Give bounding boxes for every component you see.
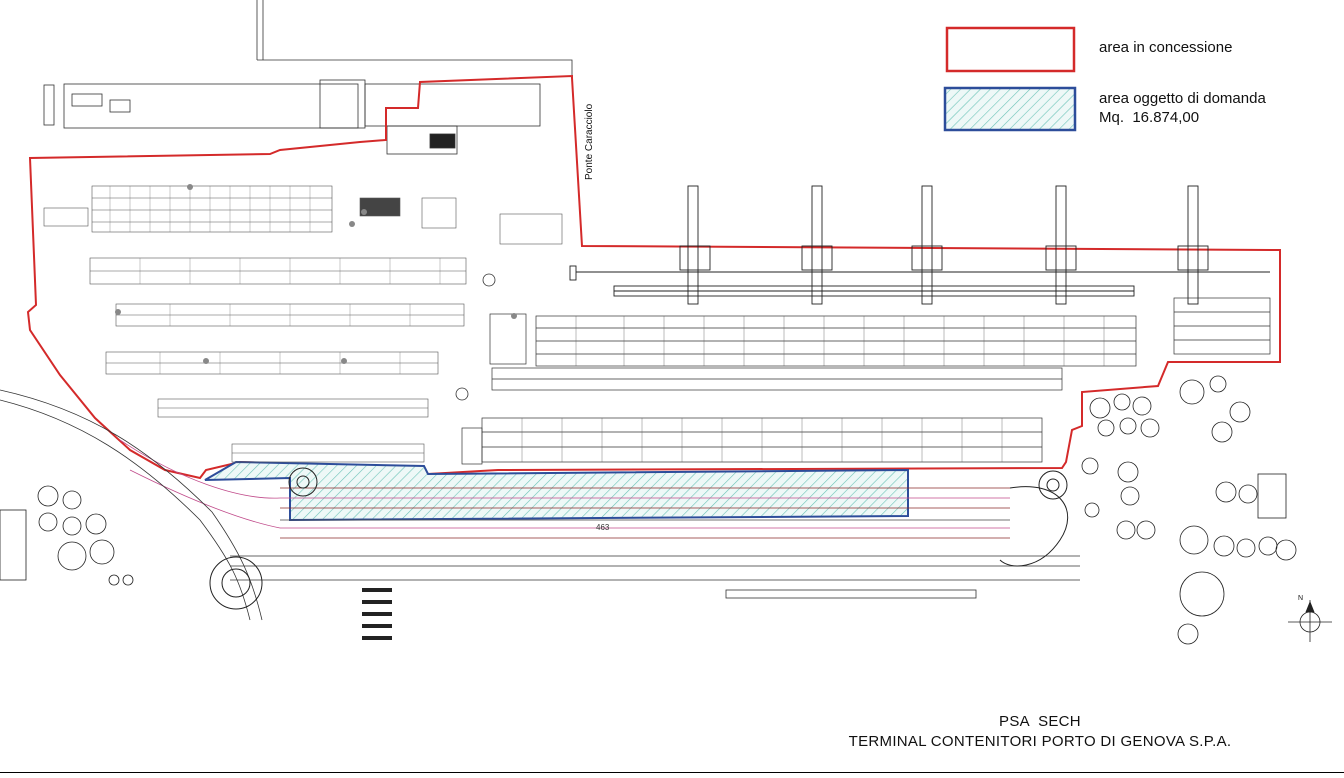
legend-concession-swatch	[945, 26, 1076, 73]
parking-marks	[362, 588, 392, 640]
yard-markers	[115, 184, 517, 364]
rail-tracks	[0, 389, 1080, 621]
bottom-rule	[0, 772, 1344, 773]
container-yard-east	[461, 297, 1271, 465]
yard-pole	[455, 387, 469, 401]
yard-pole	[482, 273, 496, 287]
legend-concession-label: area in concessione	[1099, 39, 1233, 56]
quay-cranes	[569, 185, 1270, 305]
yard-grid-west	[109, 186, 441, 374]
concession-boundary	[26, 74, 1281, 480]
title-block: PSA SECH TERMINAL CONTENITORI PORTO DI G…	[760, 712, 1320, 752]
legend-requested-swatch	[943, 86, 1077, 132]
track-length-label: 463	[596, 523, 610, 532]
legend-requested-label: area oggetto di domanda	[1099, 90, 1266, 107]
north-label: N	[1298, 595, 1303, 602]
pier-label: Ponte Caracciolo	[584, 103, 595, 180]
container-yard-west	[43, 185, 563, 463]
yard-grid-east	[521, 316, 1105, 462]
roundabouts	[209, 467, 1069, 610]
title-company: PSA SECH	[999, 713, 1081, 730]
requested-area	[204, 460, 909, 522]
tank-farm	[1081, 375, 1297, 645]
title-terminal: TERMINAL CONTENITORI PORTO DI GENOVA S.P…	[848, 733, 1232, 750]
north-buildings	[43, 0, 573, 155]
north-arrow-icon	[1288, 600, 1332, 642]
legend-requested-area: Mq. 16.874,00	[1099, 109, 1200, 126]
west-tank-farm	[0, 485, 134, 586]
